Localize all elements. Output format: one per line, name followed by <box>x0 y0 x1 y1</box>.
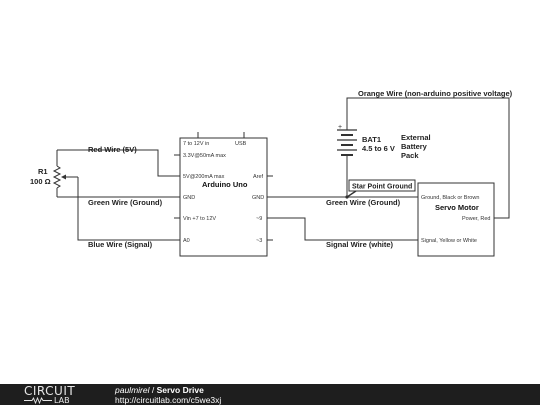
battery-note-3: Pack <box>401 151 419 160</box>
label-signal-wire: Signal Wire (white) <box>326 240 394 249</box>
pin-5v: 5V@200mA max <box>183 174 225 180</box>
pin-aref: Aref <box>253 174 264 180</box>
pin-9: ~9 <box>256 216 262 222</box>
project-title[interactable]: Servo Drive <box>156 385 204 395</box>
pin-gnd-right: GND <box>252 195 264 201</box>
arduino-title: Arduino Uno <box>202 180 248 189</box>
resistor-value: 100 Ω <box>30 177 51 186</box>
byline-separator: / <box>149 385 157 395</box>
label-green-wire-right: Green Wire (Ground) <box>326 198 401 207</box>
byline: paulmirel / Servo Drive <box>115 385 204 395</box>
battery-value: 4.5 to 6 V <box>362 144 395 153</box>
battery-note-2: Battery <box>401 142 428 151</box>
pin-a0: A0 <box>183 238 190 244</box>
circuitlab-logo[interactable]: CIRCUIT LAB <box>24 385 94 405</box>
star-point-callout <box>345 179 416 199</box>
footer-bar: CIRCUIT LAB paulmirel / Servo Drive http… <box>0 384 540 405</box>
pin-vin: Vin +7 to 12V <box>183 216 216 222</box>
servo-pin-power: Power, Red <box>462 216 490 222</box>
servo-motor <box>417 182 495 257</box>
battery-bat1 <box>337 122 357 160</box>
resistor-r1 <box>52 150 78 197</box>
wire-red-5v <box>57 149 180 177</box>
label-blue-wire: Blue Wire (Signal) <box>88 240 153 249</box>
arduino-uno <box>174 132 273 257</box>
servo-pin-ground: Ground, Black or Brown <box>421 195 479 201</box>
resistor-glyph-icon <box>24 397 52 404</box>
battery-note-1: External <box>401 133 431 142</box>
label-orange-wire: Orange Wire (non-arduino positive voltag… <box>358 89 513 98</box>
pin-3v3: 3.3V@50mA max <box>183 153 226 159</box>
servo-pin-signal: Signal, Yellow or White <box>421 238 477 244</box>
star-point-label: Star Point Ground <box>352 184 412 191</box>
pin-3: ~3 <box>256 238 262 244</box>
label-red-wire: Red Wire (5V) <box>88 145 137 154</box>
wire-blue-signal <box>77 197 180 241</box>
servo-title: Servo Motor <box>435 203 479 212</box>
schematic-canvas: R1 100 Ω Red Wire (5V) Green Wire (Groun… <box>30 89 513 257</box>
logo-text-bottom: LAB <box>54 396 70 405</box>
pin-gnd-left: GND <box>183 195 195 201</box>
schematic-diagram: R1 100 Ω Red Wire (5V) Green Wire (Groun… <box>30 89 513 257</box>
wire-signal-white <box>267 217 418 241</box>
resistor-ref: R1 <box>38 167 48 176</box>
wire-orange <box>346 97 510 219</box>
author-link[interactable]: paulmirel <box>115 385 150 395</box>
wire-green-ground-left <box>77 177 180 198</box>
pin-usb: USB <box>235 141 247 147</box>
battery-ref: BAT1 <box>362 135 381 144</box>
battery-plus: + <box>338 124 342 131</box>
pin-vin-top: 7 to 12V in <box>183 141 209 147</box>
logo-text-top: CIRCUIT <box>24 384 76 398</box>
label-green-wire-left: Green Wire (Ground) <box>88 198 163 207</box>
project-url[interactable]: http://circuitlab.com/c5we3xj <box>115 395 222 405</box>
